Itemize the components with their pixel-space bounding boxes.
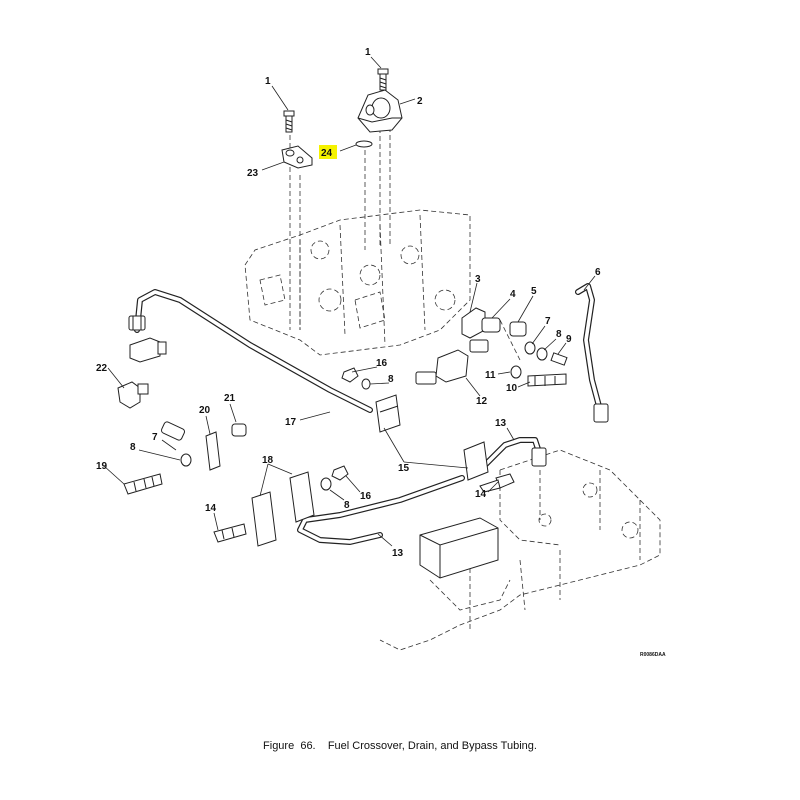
washer-8-left	[180, 453, 192, 467]
drawing-id: R0086DAA	[640, 652, 666, 658]
callout-14-right: 14	[475, 489, 487, 500]
callout-14-left: 14	[205, 503, 217, 514]
callout-7-right: 7	[545, 316, 551, 327]
callout-24-highlight	[319, 145, 337, 159]
washer-11	[510, 365, 522, 379]
callout-1-right: 1	[365, 47, 371, 58]
callout-9: 9	[566, 334, 572, 345]
connector-5	[509, 321, 527, 337]
drain-tube-13-upper	[477, 437, 543, 473]
screw-1-left	[283, 110, 295, 133]
tube-nut-left	[128, 315, 146, 331]
clamp-18	[251, 471, 315, 547]
screw-1-right	[377, 68, 389, 91]
screw-14-right	[479, 473, 515, 493]
connector-7-left	[160, 421, 186, 441]
washer-8	[536, 347, 548, 361]
callout-24: 24	[321, 148, 333, 159]
callout-11: 11	[485, 370, 496, 381]
clamp-23	[281, 145, 313, 169]
callout-8-left: 8	[130, 442, 136, 453]
bypass-tube-6	[575, 283, 603, 413]
callout-15: 15	[398, 463, 410, 474]
figure-caption: Figure 66. Fuel Crossover, Drain, and By…	[263, 740, 537, 752]
callout-21: 21	[224, 393, 236, 404]
callout-18: 18	[262, 455, 274, 466]
tee-fitting-12	[415, 339, 489, 385]
callout-5: 5	[531, 286, 537, 297]
crossover-tube-17	[134, 289, 373, 413]
nut-16-lower	[331, 465, 349, 481]
nut-16-upper	[341, 367, 359, 383]
screw-14-left	[213, 523, 247, 543]
clip-20	[205, 431, 221, 471]
callout-12: 12	[476, 396, 488, 407]
callout-16-lower: 16	[360, 491, 372, 502]
callout-8-upper: 8	[388, 374, 394, 385]
leader-lines	[103, 56, 596, 547]
callout-19: 19	[96, 461, 108, 472]
flange-2	[357, 89, 403, 133]
spacer-21	[231, 423, 247, 437]
clamp-15-lower	[463, 441, 489, 481]
clamp-15-upper	[375, 394, 401, 433]
callout-6: 6	[595, 267, 601, 278]
callout-8-lower: 8	[344, 500, 350, 511]
valve-cover	[419, 517, 511, 611]
callout-10: 10	[506, 383, 518, 394]
callout-22: 22	[96, 363, 108, 374]
callout-1-left: 1	[265, 76, 271, 87]
callout-13-lower: 13	[392, 548, 404, 559]
callout-7-left: 7	[152, 432, 158, 443]
washer-8-lower	[320, 477, 332, 491]
callout-20: 20	[199, 405, 211, 416]
gasket-24	[355, 140, 373, 148]
callout-3: 3	[475, 274, 481, 285]
washer-7	[524, 341, 536, 355]
elbow-fitting	[129, 337, 167, 363]
callout-2: 2	[417, 96, 423, 107]
washer-8-upper	[361, 378, 371, 390]
callout-17: 17	[285, 417, 297, 428]
engine-block-outline	[244, 209, 661, 651]
bolt-19	[123, 473, 163, 495]
drain-tube-13-lower	[297, 475, 465, 545]
callout-labels: 1 1 2 24 23 3 4 5 6 7 8 9 11 10 12 16 8 …	[96, 47, 666, 658]
bolt-10	[527, 373, 567, 387]
elbow-22	[117, 381, 149, 409]
callout-4: 4	[510, 289, 516, 300]
callout-13-upper: 13	[495, 418, 507, 429]
bolt-9	[550, 352, 568, 366]
fitting-13-right	[531, 403, 609, 467]
connector-4	[481, 317, 501, 333]
callout-23: 23	[247, 168, 259, 179]
callout-16-upper: 16	[376, 358, 388, 369]
callout-8-right: 8	[556, 329, 562, 340]
